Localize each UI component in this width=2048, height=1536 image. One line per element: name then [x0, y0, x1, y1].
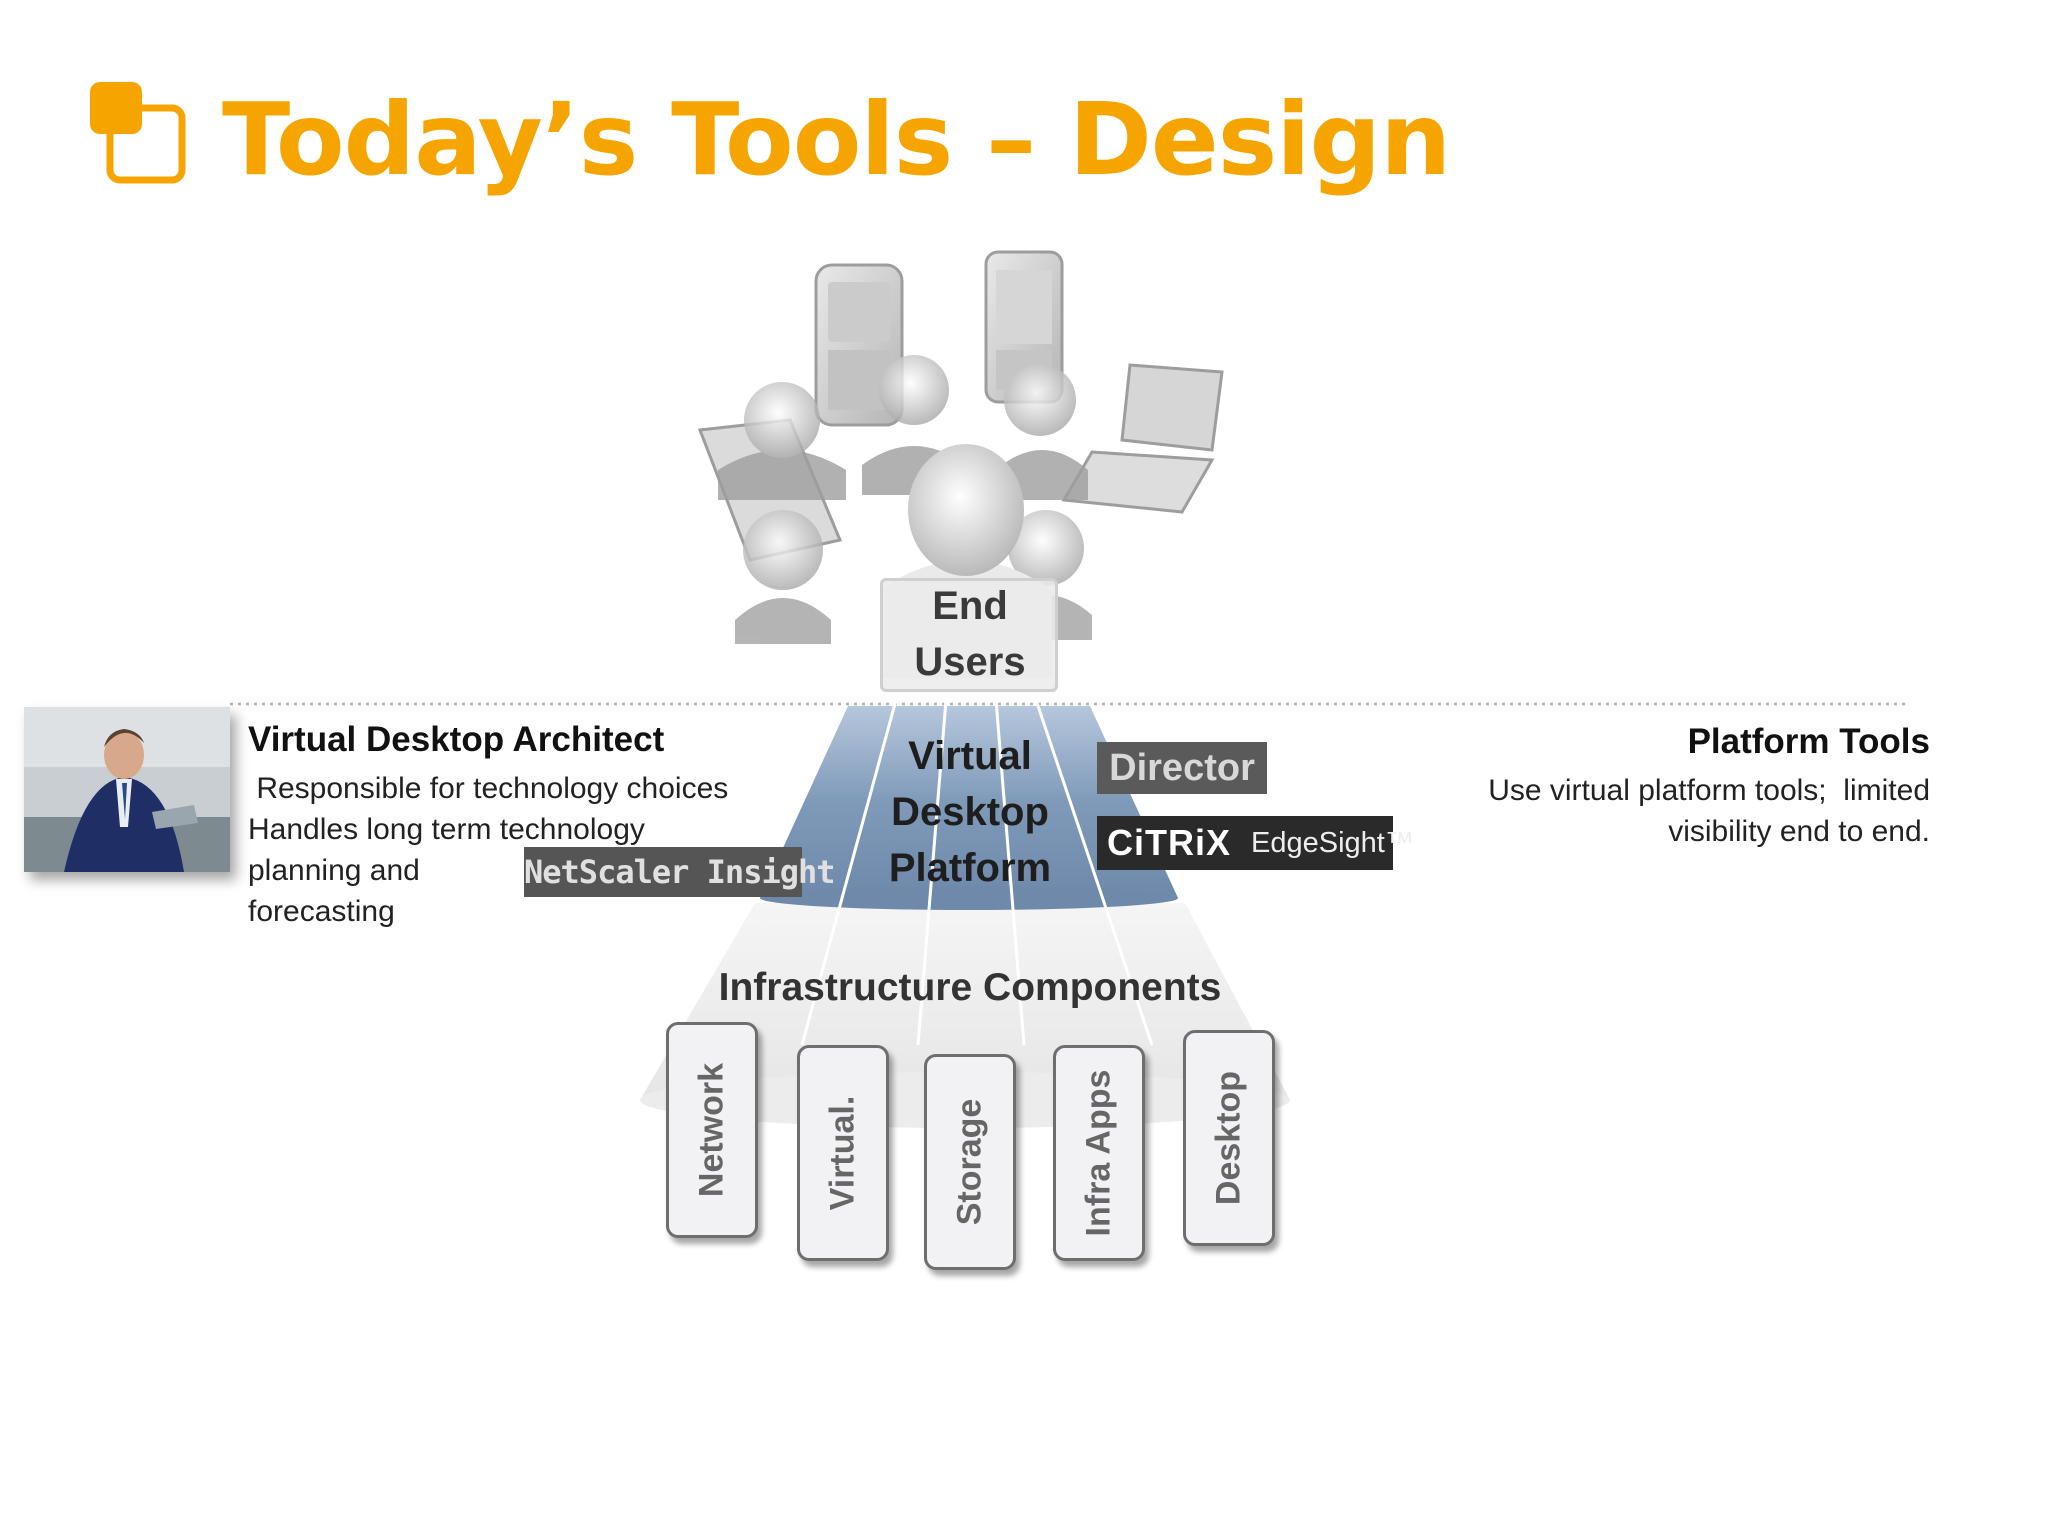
- connector-lines: [800, 699, 1154, 1046]
- virtual-desktop-platform-label: Virtual Desktop Platform: [888, 734, 1052, 890]
- component-storage: Storage: [924, 1054, 1016, 1270]
- infrastructure-components-label: Infrastructure Components: [718, 966, 1222, 1009]
- virtual-desktop-platform-shape: [760, 706, 1178, 910]
- edgesight-label: EdgeSight™: [1251, 826, 1414, 859]
- laptop-icon: [1061, 363, 1224, 514]
- architect-photo: [24, 707, 230, 872]
- user-icon: [735, 510, 831, 644]
- component-desktop: Desktop: [1183, 1030, 1275, 1246]
- component-virtual: Virtual.: [797, 1045, 889, 1261]
- architect-title: Virtual Desktop Architect: [248, 720, 665, 759]
- architect-description: Responsible for technology choices Handl…: [248, 772, 729, 928]
- platform-tools-title: Platform Tools: [1687, 722, 1930, 761]
- component-network: Network: [666, 1022, 758, 1238]
- user-icon: [718, 382, 846, 500]
- citrix-edgesight-badge: CiTRiX EdgeSight™: [1097, 816, 1414, 870]
- page-title: Today’s Tools – Design: [222, 81, 1451, 198]
- component-infra-apps: Infra Apps: [1053, 1045, 1145, 1261]
- platform-tools-description: Use virtual platform tools; limited visi…: [1488, 774, 1930, 848]
- end-users-box: [880, 578, 1058, 692]
- citrix-logo: CiTRiX: [1107, 822, 1232, 863]
- end-users-label: End Users: [914, 584, 1026, 684]
- netscaler-insight-badge: NetScaler Insight: [524, 847, 836, 897]
- title-bullet-icon: [90, 82, 186, 184]
- director-badge: Director: [1097, 742, 1267, 794]
